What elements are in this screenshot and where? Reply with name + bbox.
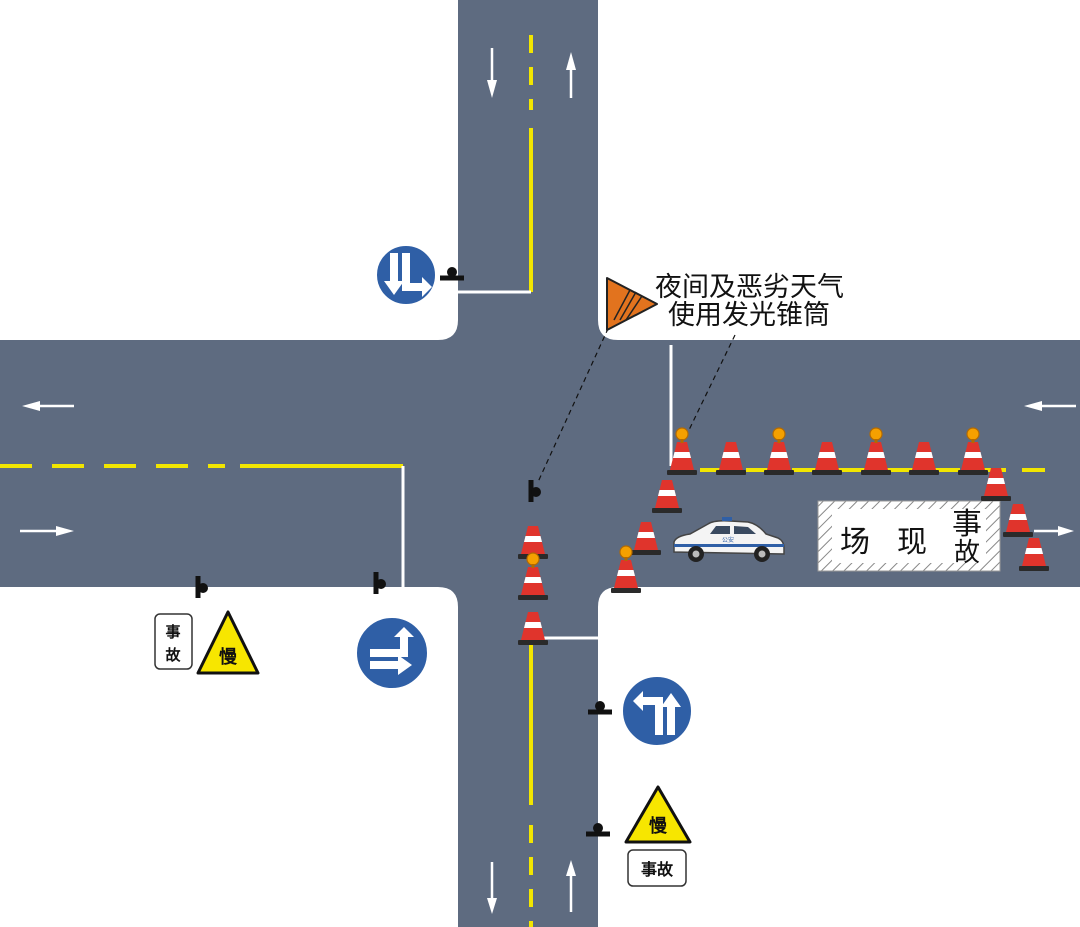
police-car-text: 公安 bbox=[722, 536, 734, 544]
accident-plate-left-char2: 故 bbox=[165, 646, 181, 664]
scene-char-chang: 场 bbox=[840, 525, 870, 560]
slow-warning-south: 慢 事故 bbox=[586, 785, 692, 887]
direction-sign-south bbox=[588, 675, 693, 747]
accident-plate-south-text: 事故 bbox=[641, 860, 674, 879]
slow-sign-text: 慢 bbox=[219, 646, 238, 668]
straight-or-left-arrow-icon bbox=[370, 627, 414, 675]
scene-char-shi: 事 bbox=[952, 507, 982, 542]
straight-or-left-arrow-icon bbox=[633, 691, 681, 735]
note-line-2: 使用发光锥筒 bbox=[668, 300, 830, 331]
lane-arrow-icon bbox=[487, 48, 497, 98]
lane-arrow-icon bbox=[20, 526, 74, 536]
scene-char-xian: 现 bbox=[897, 525, 927, 560]
lane-arrow-icon bbox=[1034, 526, 1074, 536]
accident-plate-left bbox=[154, 613, 193, 670]
road-work-sign bbox=[606, 277, 658, 331]
accident-scene-box: 场 现 事 故 bbox=[817, 500, 1001, 572]
lane-arrow-icon bbox=[22, 401, 74, 411]
scene-char-gu: 故 bbox=[954, 538, 980, 568]
slow-warning-triangle-icon bbox=[624, 785, 692, 844]
lane-arrow-icon bbox=[566, 860, 576, 912]
lane-arrows bbox=[20, 48, 1076, 914]
note-leader-lines bbox=[537, 319, 736, 483]
lane-arrow-icon bbox=[487, 862, 497, 914]
note-line-1: 夜间及恶劣天气 bbox=[655, 272, 844, 303]
road-work-warning-icon bbox=[606, 277, 658, 331]
straight-or-left-arrow-icon bbox=[384, 253, 432, 297]
lane-arrow-icon bbox=[566, 52, 576, 98]
accident-plate-south bbox=[627, 849, 687, 887]
slow-sign-text: 慢 bbox=[649, 815, 668, 837]
slow-warning-west: 慢 事 故 bbox=[154, 576, 260, 675]
direction-sign-north bbox=[375, 244, 464, 306]
slow-warning-triangle-icon bbox=[196, 610, 260, 675]
accident-plate-left-char1: 事 bbox=[165, 623, 180, 641]
direction-sign-west bbox=[355, 572, 429, 690]
police-car-icon: 公安 bbox=[673, 517, 785, 562]
lane-arrow-icon bbox=[1024, 401, 1076, 411]
